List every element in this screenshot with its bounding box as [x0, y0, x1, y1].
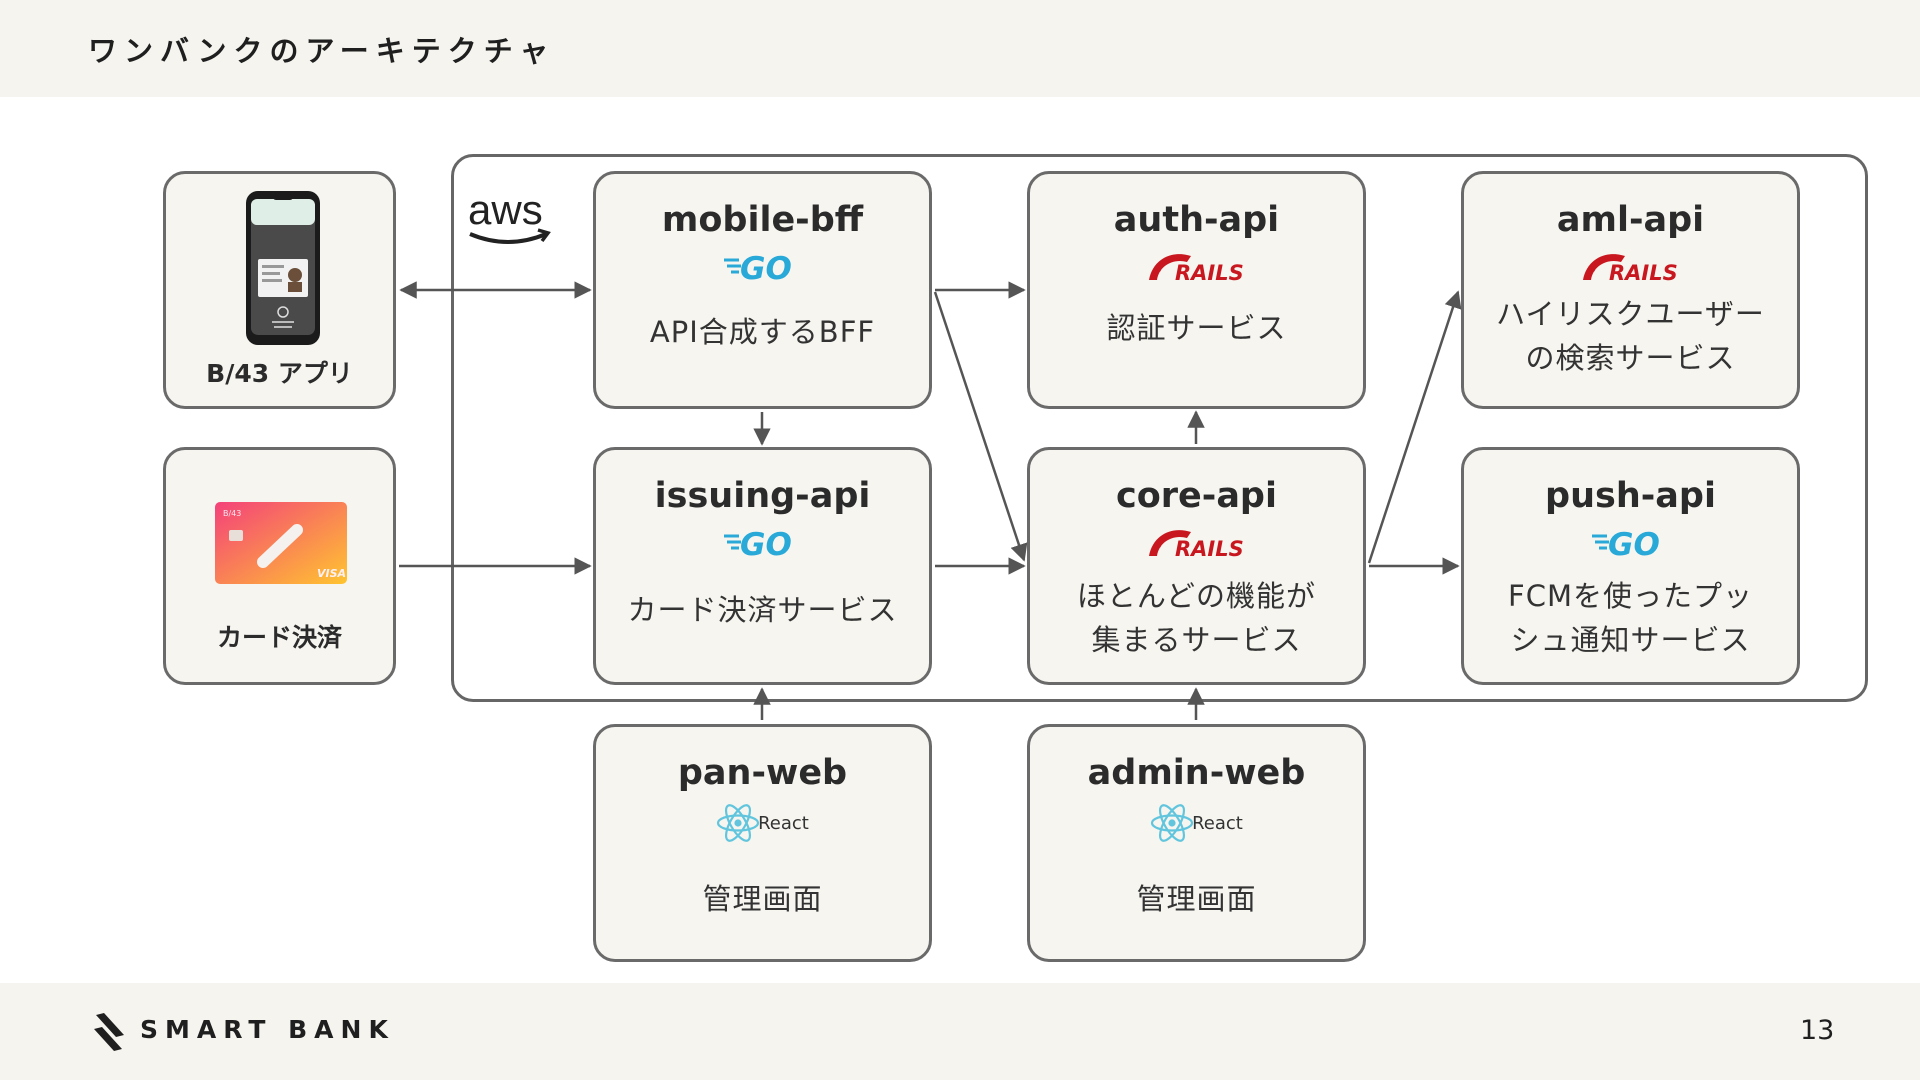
- react-icon: React: [716, 797, 809, 849]
- node-desc-line2: 集まるサービス: [1091, 623, 1302, 658]
- node-push-api: push-api GO FCMを使ったプッ シュ通知サービス: [1461, 447, 1800, 685]
- node-name: pan-web: [677, 753, 848, 793]
- client-card-box: B/43 VISA カード決済: [163, 447, 396, 685]
- node-core-api: core-api RAILS ほとんどの機能が 集まるサービス: [1027, 447, 1366, 685]
- tech-label: GO: [1608, 527, 1660, 559]
- node-pan-web: pan-web React 管理画面: [593, 724, 932, 962]
- footer-band: [0, 983, 1920, 1080]
- node-desc-line2: の検索サービス: [1525, 341, 1736, 376]
- client-app-label: B/43 アプリ: [206, 359, 353, 388]
- go-icon: GO: [723, 516, 803, 568]
- client-app-box: B/43 アプリ: [163, 171, 396, 409]
- node-desc-line1: ハイリスクユーザー: [1496, 297, 1765, 332]
- node-issuing-api: issuing-api GO カード決済サービス: [593, 447, 932, 685]
- node-name: admin-web: [1087, 753, 1306, 793]
- rails-icon: RAILS: [1147, 516, 1247, 568]
- aws-boundary: [451, 154, 1868, 702]
- header-band: [0, 0, 1920, 97]
- tech-label: RAILS: [1609, 261, 1678, 285]
- arrow-bff-core: [933, 291, 1028, 562]
- node-desc: カード決済サービス: [627, 593, 898, 628]
- page-number: 13: [1800, 1015, 1835, 1046]
- node-name: auth-api: [1113, 200, 1280, 240]
- aws-logo-text: aws: [468, 188, 543, 233]
- react-label: React: [1192, 812, 1243, 834]
- node-desc-line1: FCMを使ったプッ: [1508, 579, 1753, 614]
- tech-label: RAILS: [1175, 261, 1244, 285]
- arrow-core-aml: [1367, 290, 1462, 564]
- node-name: mobile-bff: [661, 200, 864, 240]
- go-icon: GO: [723, 240, 803, 292]
- node-desc: 管理画面: [1136, 882, 1257, 917]
- tech-label: GO: [740, 527, 792, 559]
- node-auth-api: auth-api RAILS 認証サービス: [1027, 171, 1366, 409]
- go-icon: GO: [1591, 516, 1671, 568]
- node-mobile-bff: mobile-bff GO API合成するBFF: [593, 171, 932, 409]
- brand-name: SMART BANK: [140, 1015, 395, 1044]
- tech-label: GO: [740, 251, 792, 283]
- react-icon: React: [1150, 797, 1243, 849]
- node-name: aml-api: [1556, 200, 1705, 240]
- brand-icon: [92, 1011, 128, 1057]
- rails-icon: RAILS: [1147, 240, 1247, 292]
- node-desc: 管理画面: [702, 882, 823, 917]
- card-icon: B/43 VISA: [215, 502, 347, 584]
- react-label: React: [758, 812, 809, 834]
- client-card-label: カード決済: [216, 623, 342, 652]
- node-name: push-api: [1545, 476, 1716, 516]
- node-desc: 認証サービス: [1106, 311, 1287, 346]
- node-name: issuing-api: [654, 476, 871, 516]
- smartphone-icon: [246, 191, 320, 345]
- node-desc: API合成するBFF: [649, 315, 876, 350]
- page-title: ワンバンクのアーキテクチャ: [88, 34, 556, 68]
- tech-label: RAILS: [1175, 537, 1244, 561]
- card-text: B/43: [223, 509, 241, 518]
- node-desc-line2: シュ通知サービス: [1510, 623, 1751, 658]
- node-name: core-api: [1116, 476, 1277, 516]
- node-desc-line1: ほとんどの機能が: [1076, 579, 1317, 614]
- node-admin-web: admin-web React 管理画面: [1027, 724, 1366, 962]
- aws-icon: aws: [464, 186, 554, 260]
- card-brand-text: VISA: [317, 567, 346, 580]
- rails-icon: RAILS: [1581, 240, 1681, 292]
- node-aml-api: aml-api RAILS ハイリスクユーザー の検索サービス: [1461, 171, 1800, 409]
